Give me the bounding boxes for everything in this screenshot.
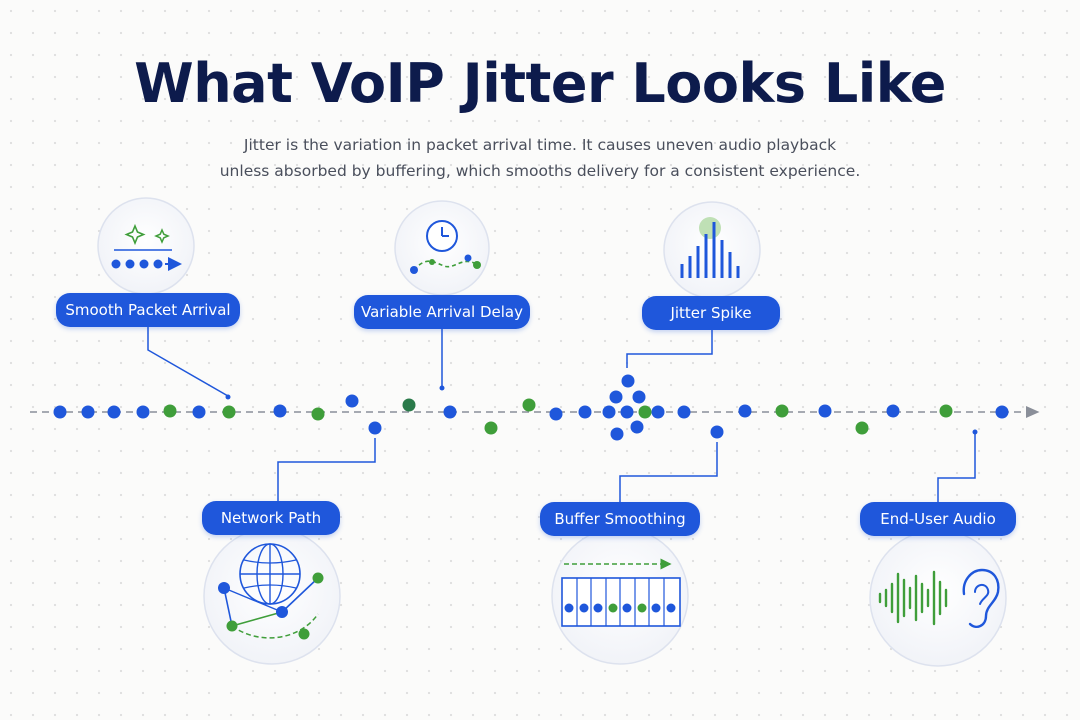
connector-end-user-audio <box>937 434 976 502</box>
packet <box>638 405 652 419</box>
label-buffer-smoothing: Buffer Smoothing <box>540 502 700 536</box>
packet <box>53 405 67 419</box>
packet <box>273 404 287 418</box>
packet <box>632 390 646 404</box>
packet <box>402 398 416 412</box>
label-jitter-spike: Jitter Spike <box>642 296 780 330</box>
packet <box>651 405 665 419</box>
packet <box>222 405 236 419</box>
packet <box>443 405 457 419</box>
packet <box>578 405 592 419</box>
globe-network-icon <box>218 543 324 640</box>
packet <box>610 427 624 441</box>
sparkle-dots-arrow-icon <box>111 223 182 271</box>
packet <box>620 405 634 419</box>
packet <box>522 398 536 412</box>
packet <box>995 405 1009 419</box>
packet <box>630 420 644 434</box>
packet <box>192 405 206 419</box>
network-path-icon-bubble <box>203 527 341 665</box>
packet <box>345 394 359 408</box>
packet-stream <box>53 374 1009 441</box>
connector-smooth-arrival <box>147 326 229 397</box>
connector-jitter-spike <box>626 328 713 368</box>
label-network-path: Network Path <box>202 501 340 535</box>
packet <box>677 405 691 419</box>
jitter-spike-icon-bubble <box>663 201 761 299</box>
page-subtitle: Jitter is the variation in packet arriva… <box>190 132 890 184</box>
packet <box>136 405 150 419</box>
packet <box>609 390 623 404</box>
connector-buffer-smoothing <box>619 442 718 502</box>
packet <box>368 421 382 435</box>
packet <box>484 421 498 435</box>
packet <box>81 405 95 419</box>
packet <box>710 425 724 439</box>
clock-wavy-path-icon <box>410 220 481 274</box>
spike-bars-icon <box>680 217 740 278</box>
packet <box>163 404 177 418</box>
packet <box>855 421 869 435</box>
packet <box>311 407 325 421</box>
packet <box>738 404 752 418</box>
packet <box>818 404 832 418</box>
packet <box>886 404 900 418</box>
sound-wave-ear-icon <box>878 568 1000 628</box>
packet <box>621 374 635 388</box>
packet <box>775 404 789 418</box>
label-variable-arrival-delay: Variable Arrival Delay <box>354 295 530 329</box>
subtitle-line-1: Jitter is the variation in packet arriva… <box>243 136 837 154</box>
connector-network-path <box>277 438 376 502</box>
smooth-arrival-icon-bubble <box>97 197 195 295</box>
page-title: What VoIP Jitter Looks Like <box>134 52 946 115</box>
packet <box>602 405 616 419</box>
packet <box>107 405 121 419</box>
packet <box>549 407 563 421</box>
subtitle-line-2: unless absorbed by buffering, which smoo… <box>219 162 861 180</box>
buffer-slots-icon <box>561 558 681 627</box>
packet <box>939 404 953 418</box>
label-end-user-audio: End-User Audio <box>860 502 1016 536</box>
label-smooth-packet-arrival: Smooth Packet Arrival <box>56 293 240 327</box>
